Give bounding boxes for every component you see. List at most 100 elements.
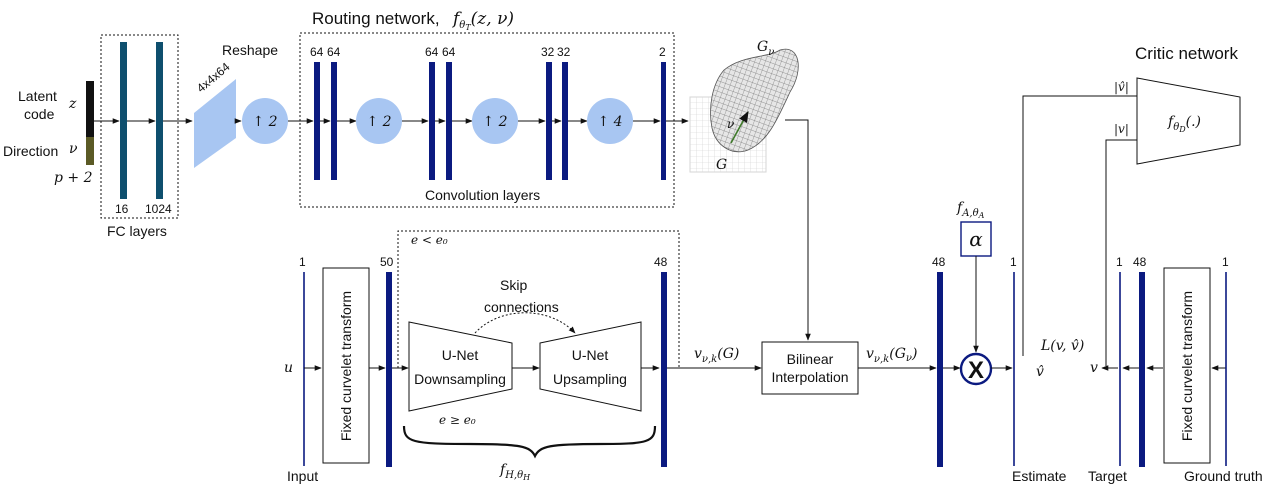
skip-label-1: Skip: [500, 277, 527, 293]
direction-label: Direction: [3, 143, 58, 159]
layer-48b: [937, 272, 943, 467]
arrow-mesh-bilinear: [785, 119, 811, 341]
reshape-label: Reshape: [222, 42, 278, 58]
v-gnu-label: vν,k(Gν): [866, 346, 917, 365]
fct-label: Fixed curvelet transform: [338, 291, 354, 441]
latent-symbol: z: [68, 96, 77, 112]
conv-label-6: 32: [557, 45, 571, 59]
u-symbol: u: [284, 360, 293, 376]
nu-arrow-label: ν: [727, 117, 734, 131]
conv-64d: [446, 62, 452, 180]
cond-top: e < e₀: [411, 233, 448, 247]
multiply-node: [959, 352, 993, 386]
fc-layers-box: [100, 34, 179, 219]
conv-32a: [546, 62, 552, 180]
fc-layer-1024: [156, 42, 163, 199]
critic-in-v: |v|: [1114, 122, 1129, 136]
unet-up-label-2: Upsampling: [553, 371, 627, 387]
line-target-critic: [1105, 139, 1137, 366]
conv-label-2: 64: [327, 45, 341, 59]
latent-code-bar: [86, 81, 94, 137]
bilinear-box: [761, 341, 859, 395]
alpha-symbol: α: [969, 227, 983, 251]
unet-down-label-2: Downsampling: [414, 371, 506, 387]
fc-size-16: 16: [115, 202, 129, 216]
input-label: Input: [287, 468, 318, 484]
direction-arrow: [730, 111, 749, 144]
conv-64a: [314, 62, 320, 180]
v-hat-symbol: v̂: [1036, 364, 1044, 380]
multiply-symbol: X: [968, 357, 984, 384]
g-label: G: [716, 157, 727, 173]
conv-64b: [331, 62, 337, 180]
bilinear-label-1: Bilinear: [787, 351, 834, 367]
conv-32b: [562, 62, 568, 180]
svg-text:↑ 2: ↑ 2: [252, 114, 277, 130]
fct-box: [322, 267, 370, 464]
skip-label-2: connections: [484, 299, 559, 315]
upsample-1: ↑ 2: [242, 98, 288, 144]
critic-block: [1136, 77, 1241, 165]
unet-bypass: [397, 230, 680, 368]
v-symbol: v: [1090, 360, 1098, 376]
layer-48: [661, 272, 667, 467]
loss-label: L(v, v̂): [1040, 338, 1084, 354]
routing-math: fθT(z, ν): [451, 9, 514, 32]
unet-up-block: [539, 321, 642, 412]
skip-arrow: [474, 312, 576, 334]
chan-50: 50: [380, 255, 394, 269]
conv-label-3: 64: [425, 45, 439, 59]
ground-truth-label: Ground truth: [1184, 468, 1263, 484]
svg-text:↑ 2: ↑ 2: [482, 114, 507, 130]
direction-symbol: ν: [69, 141, 78, 157]
fh-label: fH,θH: [499, 462, 531, 482]
conv-label-5: 32: [541, 45, 555, 59]
upsample-2: ↑ 2: [356, 98, 402, 144]
fct2-label: Fixed curvelet transform: [1179, 291, 1195, 441]
routing-title: Routing network,: [312, 9, 440, 28]
latent-label-1: Latent: [18, 88, 57, 104]
chan-48: 48: [654, 255, 668, 269]
estimate-label: Estimate: [1012, 468, 1067, 484]
svg-text:↑ 2: ↑ 2: [366, 114, 391, 130]
warped-mesh-lines: [710, 48, 799, 153]
target-label: Target: [1088, 468, 1127, 484]
line-estimate-critic: [1022, 95, 1137, 356]
unet-down-block: [408, 321, 513, 412]
reshape-block: [194, 79, 236, 168]
fc-layer-16: [120, 42, 127, 199]
routing-network-box: [299, 32, 675, 208]
chan-48b: 48: [932, 255, 946, 269]
conv-64c: [429, 62, 435, 180]
fh-brace: [402, 425, 657, 459]
fc-size-1024: 1024: [145, 202, 172, 216]
chan-1c: 1: [1116, 255, 1123, 269]
upsample-4: ↑ 4: [587, 98, 633, 144]
conv-label-4: 64: [442, 45, 456, 59]
fc-caption: FC layers: [107, 223, 167, 239]
critic-in-hat: |v̂|: [1114, 80, 1129, 94]
chan-1b: 1: [1010, 255, 1017, 269]
chan-48c: 48: [1133, 255, 1147, 269]
upsample-3: ↑ 2: [472, 98, 518, 144]
chan-1-input: 1: [299, 255, 306, 269]
v-g-label: vν,k(G): [694, 346, 739, 365]
critic-title: Critic network: [1135, 44, 1238, 63]
chan-1d: 1: [1222, 255, 1229, 269]
conv-label-1: 64: [310, 45, 324, 59]
svg-text:↑ 4: ↑ 4: [597, 114, 622, 130]
latent-label-2: code: [24, 106, 55, 122]
fct2-box: [1163, 267, 1211, 464]
conv-label-7: 2: [659, 45, 666, 59]
conv-2: [661, 62, 666, 180]
layer-50: [386, 272, 392, 467]
cond-bottom: e ≥ e₀: [439, 413, 476, 427]
dimension-label: p + 2: [54, 170, 93, 186]
unet-down-label-1: U-Net: [442, 347, 479, 363]
fa-label: fA,θA: [956, 200, 985, 220]
bilinear-label-2: Interpolation: [771, 369, 848, 385]
alpha-box: [960, 221, 992, 257]
conv-caption: Convolution layers: [425, 187, 540, 203]
